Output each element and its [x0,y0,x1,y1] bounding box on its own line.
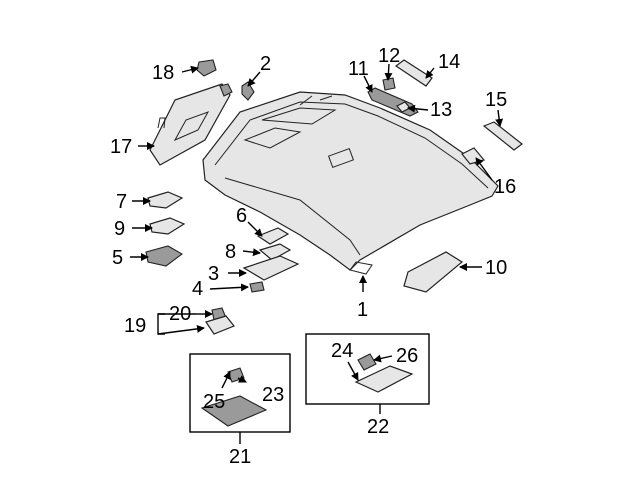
cap [382,77,396,91]
callout-22: 22 [367,416,389,438]
socket-19 [205,315,235,335]
callout-13: 13 [430,99,452,121]
bulb-24-26 [357,353,377,371]
callout-23: 23 [262,384,284,406]
pillar-trim [482,121,523,151]
callout-19: 19 [124,315,146,337]
console-10 [403,251,464,293]
bezel-6 [256,227,290,245]
callout-11: 11 [348,58,369,80]
callout-18: 18 [152,62,174,84]
callout-14: 14 [438,51,460,73]
box-22 [305,333,430,405]
callout-4: 4 [192,278,203,300]
callout-17: 17 [110,136,132,158]
sun-visor [149,83,233,166]
callout-8: 8 [225,241,236,263]
trim-panel [394,59,433,87]
headliner [202,91,499,275]
switch-4 [249,281,265,293]
housing-5 [145,245,183,267]
callout-9: 9 [114,218,125,240]
callout-2: 2 [260,53,271,75]
visor-bracket [241,81,255,101]
lens-8 [258,243,292,261]
callout-10: 10 [485,257,507,279]
callout-20: 20 [169,303,191,325]
callout-12: 12 [378,45,400,67]
lens-9 [149,217,186,235]
callout-1: 1 [357,299,368,321]
console-21 [200,395,268,427]
console-3 [242,255,300,281]
callout-15: 15 [485,89,507,111]
visor-clip [196,59,217,77]
callout-7: 7 [116,191,127,213]
callout-21: 21 [229,446,251,468]
callout-6: 6 [236,205,247,227]
callout-3: 3 [208,263,219,285]
callout-24: 24 [331,340,353,362]
leader-lines [130,63,504,444]
callout-5: 5 [112,247,123,269]
callout-25: 25 [203,391,225,413]
callout-26: 26 [396,345,418,367]
lamp-7 [147,191,184,209]
lamp-22 [354,365,414,393]
callout-16: 16 [494,176,516,198]
